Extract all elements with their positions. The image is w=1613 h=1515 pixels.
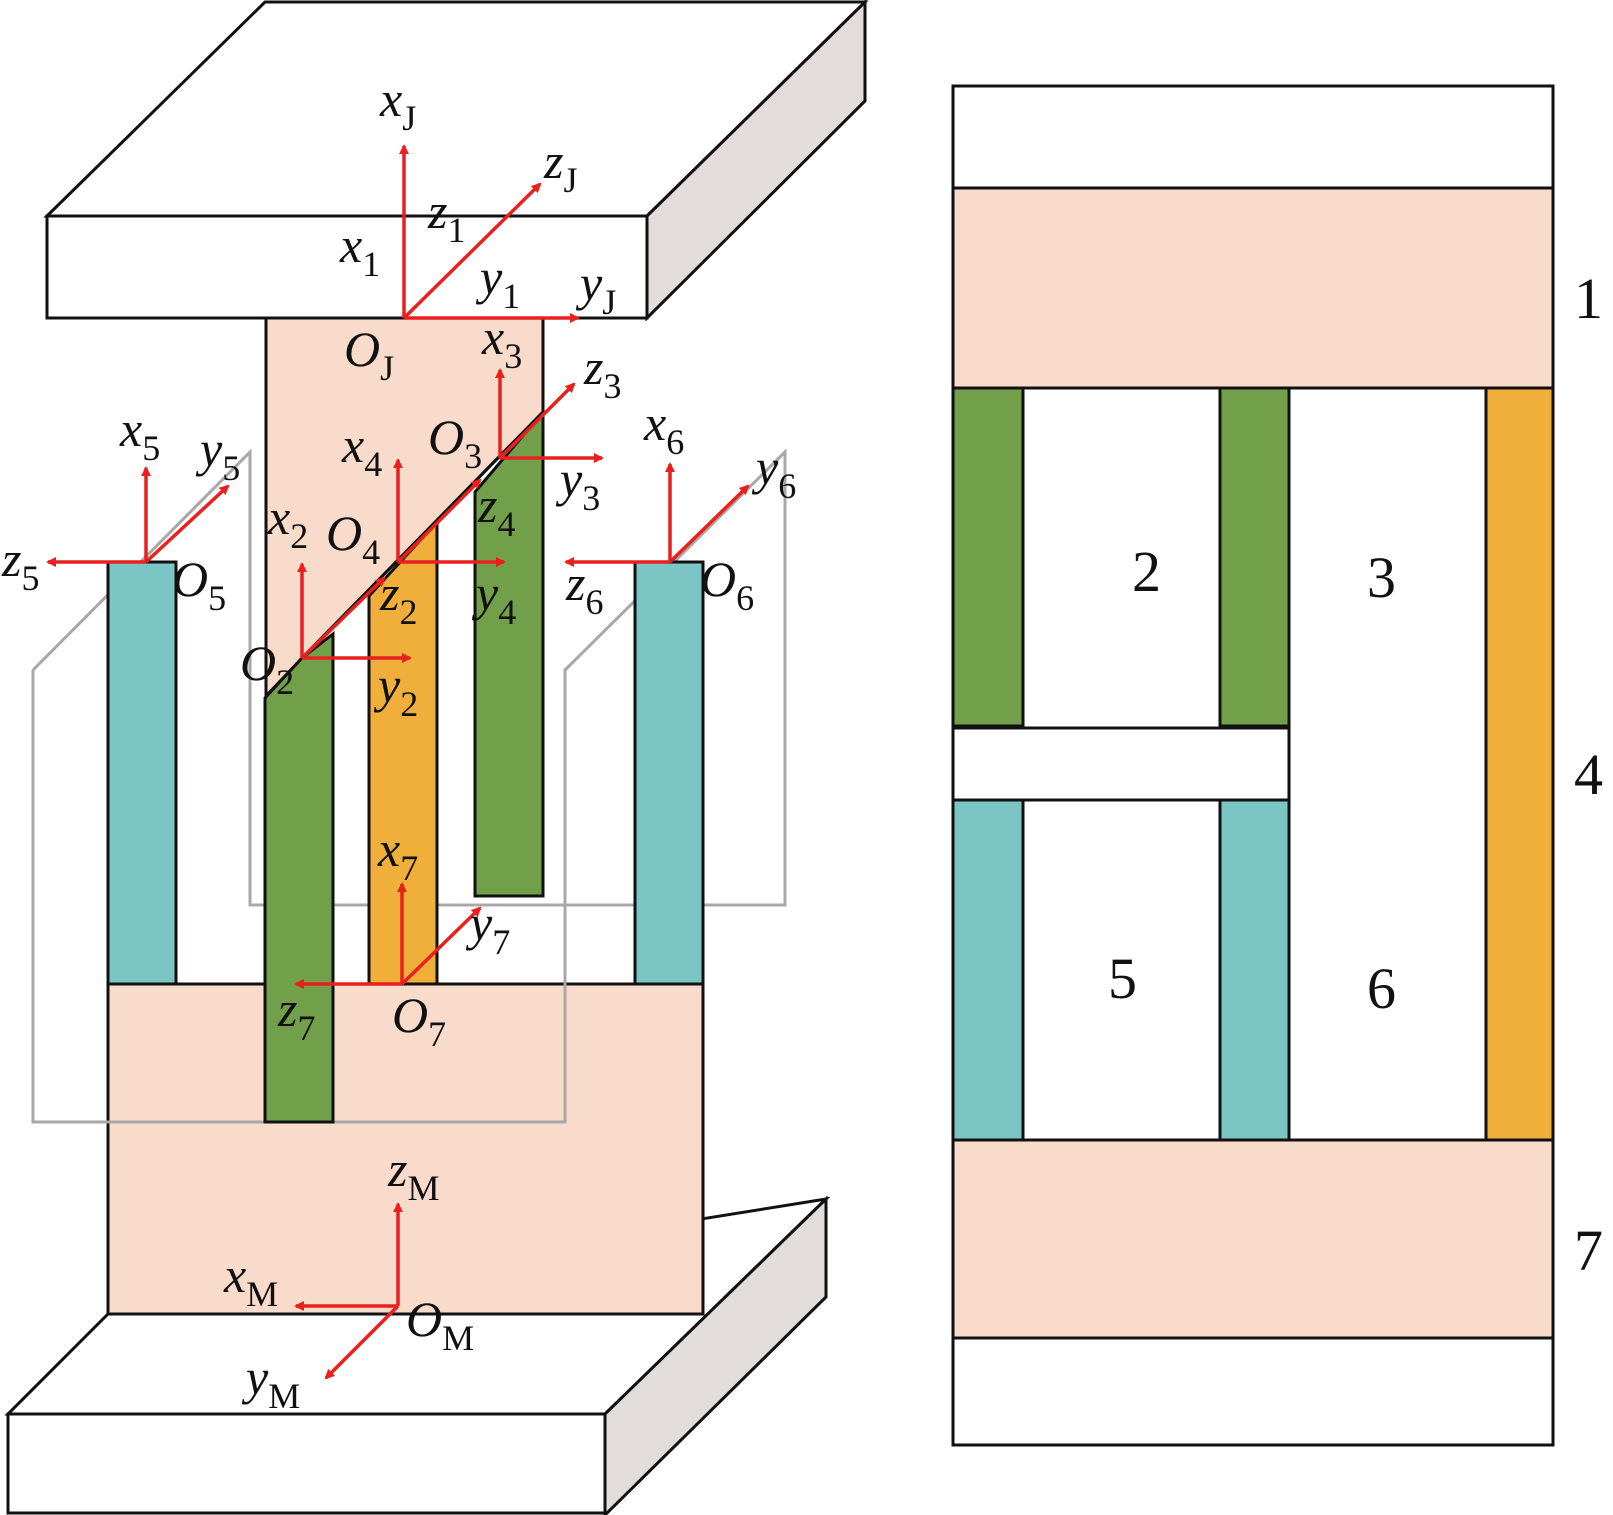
O5-label: O5 xyxy=(172,551,226,618)
schematic-top-plate xyxy=(951,84,1555,190)
schematic-green-left xyxy=(951,386,1025,728)
teal-column-right xyxy=(633,560,705,986)
frame-J: xJ zJ yJ OJ x1 z1 y1 xyxy=(339,71,616,388)
xJ-label: xJ xyxy=(379,71,416,138)
x7-label: x7 xyxy=(377,821,418,888)
frame-M: zM xM OM yM xyxy=(223,1141,474,1416)
bottom-plate-front-face xyxy=(6,1412,607,1515)
z4-label: z4 xyxy=(477,477,515,544)
top-plate-front-face xyxy=(45,214,649,320)
green-beam-left xyxy=(263,630,335,1124)
frame-5: x5 y5 z5 O5 xyxy=(1,401,240,618)
top-plate xyxy=(43,0,869,322)
zM-label: zM xyxy=(387,1141,439,1208)
y6-label: y6 xyxy=(751,439,796,506)
teal-column-left xyxy=(106,560,178,986)
level-label-7: 7 xyxy=(1574,1218,1603,1283)
z3-label: z3 xyxy=(583,339,621,406)
O3-label: O3 xyxy=(428,409,482,476)
schematic-teal-right xyxy=(1218,798,1291,1142)
frame-2: x2 z2 y2 O2 xyxy=(240,489,418,724)
y4-label: y4 xyxy=(471,565,516,632)
OJ-label: OJ xyxy=(344,321,394,388)
xM-label: xM xyxy=(223,1247,278,1314)
schematic: 2 3 5 6 1 4 7 xyxy=(951,84,1603,1447)
left-frame-bottom xyxy=(31,448,787,1124)
schematic-teal-left xyxy=(951,798,1025,1142)
z5-label: z5 xyxy=(1,531,39,598)
z7-label: z7 xyxy=(277,981,315,1048)
schematic-green-right xyxy=(1218,386,1291,728)
y7-axis xyxy=(400,906,482,986)
OM-label: OM xyxy=(406,1291,474,1358)
x3-label: x3 xyxy=(481,309,522,376)
y6-axis xyxy=(668,484,750,564)
y5-label: y5 xyxy=(195,421,240,488)
O2-label: O2 xyxy=(240,635,294,702)
region-label-2: 2 xyxy=(1132,539,1161,604)
z3-axis xyxy=(498,382,576,460)
x1-label: x1 xyxy=(339,217,380,284)
y5-axis xyxy=(144,484,230,564)
schematic-bottom-plate xyxy=(951,1336,1555,1447)
zJ-axis xyxy=(402,182,542,320)
y2-label: y2 xyxy=(373,657,418,724)
O6-label: O6 xyxy=(700,551,754,618)
schematic-bottom-body xyxy=(951,1138,1555,1340)
yM-axis xyxy=(324,1304,400,1380)
x2-label: x2 xyxy=(267,489,308,556)
schematic-top-body xyxy=(951,186,1555,390)
z4-axis xyxy=(396,478,482,564)
lower-body xyxy=(106,982,705,1316)
region-label-6: 6 xyxy=(1367,956,1396,1021)
x6-label: x6 xyxy=(643,395,684,462)
z2-label: z2 xyxy=(379,565,417,632)
y3-label: y3 xyxy=(555,451,600,518)
z1-label: z1 xyxy=(427,183,465,250)
frame-3: x3 z3 y3 O3 z4 xyxy=(428,309,621,544)
level-label-1: 1 xyxy=(1574,266,1603,331)
frame-4: x4 O4 y4 xyxy=(326,417,516,632)
yM-label: yM xyxy=(241,1349,300,1416)
O7-label: O7 xyxy=(392,987,446,1054)
O4-label: O4 xyxy=(326,505,380,572)
assembly-3d: xJ zJ yJ OJ x1 z1 y1 x3 z3 y3 O3 z4 x4 O… xyxy=(1,0,869,1515)
yJ-label: yJ xyxy=(575,255,616,322)
x5-label: x5 xyxy=(119,401,160,468)
y7-label: y7 xyxy=(465,895,510,962)
schematic-orange xyxy=(1484,386,1555,1142)
z2-axis xyxy=(300,576,386,660)
region-label-3: 3 xyxy=(1367,545,1396,610)
region-label-5: 5 xyxy=(1108,946,1137,1011)
frame-6: x6 y6 z6 O6 xyxy=(564,395,796,622)
z6-label: z6 xyxy=(565,555,603,622)
level-label-4: 4 xyxy=(1574,742,1603,807)
y1-label: y1 xyxy=(475,249,520,316)
schematic-middle-bar xyxy=(951,726,1291,802)
zJ-label: zJ xyxy=(543,133,577,200)
frame-7: x7 y7 z7 O7 xyxy=(277,821,510,1054)
x4-label: x4 xyxy=(341,417,382,484)
